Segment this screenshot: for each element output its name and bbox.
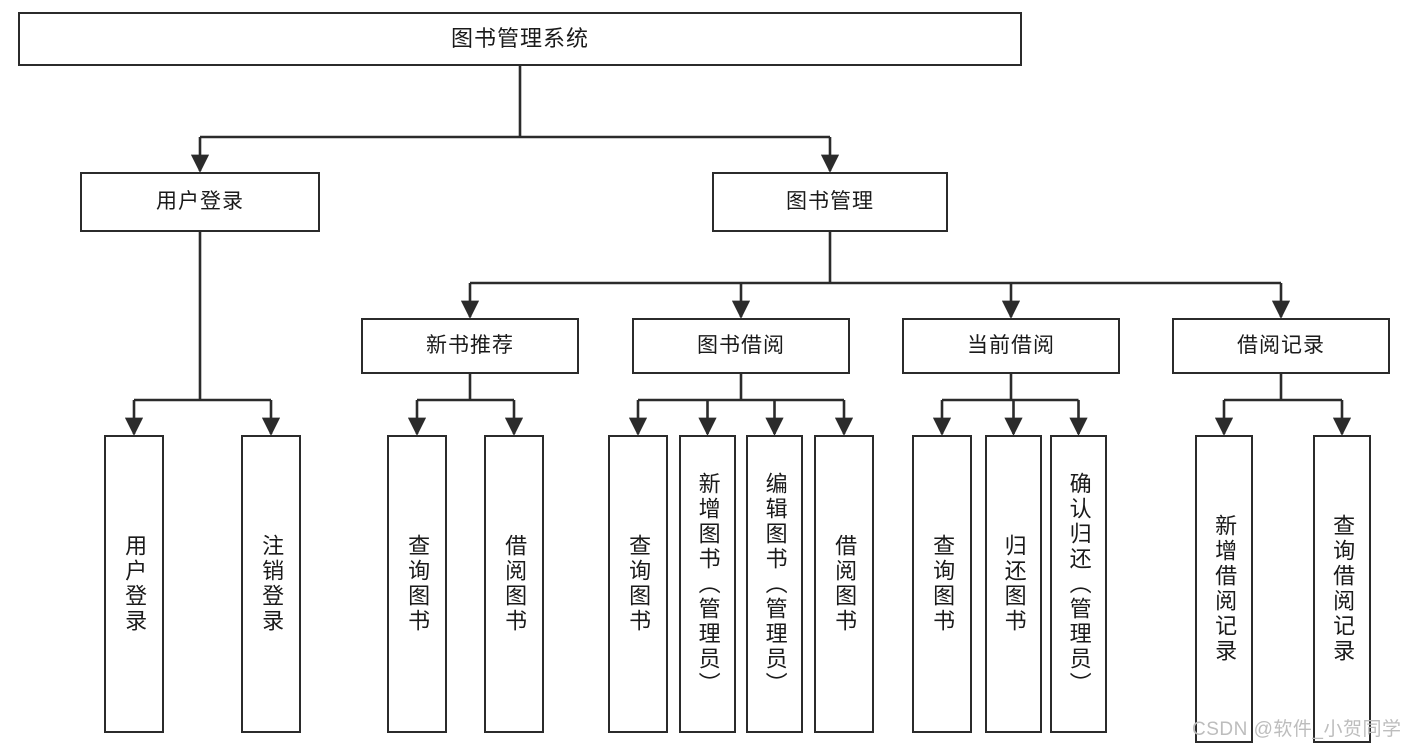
node-label: 查询图书 bbox=[626, 534, 652, 634]
node-n3e2[interactable]: 查询借阅记录 bbox=[1313, 435, 1371, 743]
node-root[interactable]: 图书管理系统 bbox=[18, 12, 1022, 66]
node-n3c2[interactable]: 新增图书（管理员） bbox=[679, 435, 736, 733]
node-n2c[interactable]: 当前借阅 bbox=[902, 318, 1120, 374]
node-n3d2[interactable]: 归还图书 bbox=[985, 435, 1042, 733]
node-label: 新书推荐 bbox=[426, 333, 514, 357]
csdn-watermark: CSDN @软件_小贺同学 bbox=[1192, 719, 1402, 740]
node-label: 图书借阅 bbox=[697, 333, 785, 357]
node-n3c4[interactable]: 借阅图书 bbox=[814, 435, 874, 733]
node-label: 确认归还（管理员） bbox=[1066, 471, 1092, 697]
node-n3b2[interactable]: 借阅图书 bbox=[484, 435, 544, 733]
node-label: 图书管理系统 bbox=[450, 26, 589, 52]
node-label: 借阅图书 bbox=[502, 534, 528, 634]
node-n2d[interactable]: 借阅记录 bbox=[1172, 318, 1390, 374]
node-n3e1[interactable]: 新增借阅记录 bbox=[1195, 435, 1253, 743]
node-label: 借阅图书 bbox=[832, 534, 858, 634]
node-label: 用户登录 bbox=[122, 534, 148, 634]
node-label: 查询图书 bbox=[930, 534, 956, 634]
node-n3c1[interactable]: 查询图书 bbox=[608, 435, 668, 733]
node-label: 注销登录 bbox=[259, 534, 285, 634]
node-label: 归还图书 bbox=[1001, 534, 1027, 634]
node-label: 查询借阅记录 bbox=[1330, 514, 1356, 664]
node-label: 新增借阅记录 bbox=[1212, 514, 1238, 664]
node-label: 新增图书（管理员） bbox=[695, 471, 721, 697]
node-n1b[interactable]: 图书管理 bbox=[712, 172, 948, 232]
node-label: 图书管理 bbox=[786, 189, 874, 213]
node-n3c3[interactable]: 编辑图书（管理员） bbox=[746, 435, 803, 733]
node-label: 编辑图书（管理员） bbox=[762, 471, 788, 697]
node-label: 用户登录 bbox=[156, 189, 244, 213]
node-n2a[interactable]: 新书推荐 bbox=[361, 318, 579, 374]
node-n3a1[interactable]: 用户登录 bbox=[104, 435, 164, 733]
node-n1a[interactable]: 用户登录 bbox=[80, 172, 320, 232]
node-n3d3[interactable]: 确认归还（管理员） bbox=[1050, 435, 1107, 733]
node-n2b[interactable]: 图书借阅 bbox=[632, 318, 850, 374]
node-label: 查询图书 bbox=[405, 534, 431, 634]
node-label: 当前借阅 bbox=[967, 333, 1055, 357]
node-n3d1[interactable]: 查询图书 bbox=[912, 435, 972, 733]
node-n3b1[interactable]: 查询图书 bbox=[387, 435, 447, 733]
node-label: 借阅记录 bbox=[1237, 333, 1325, 357]
node-n3a2[interactable]: 注销登录 bbox=[241, 435, 301, 733]
